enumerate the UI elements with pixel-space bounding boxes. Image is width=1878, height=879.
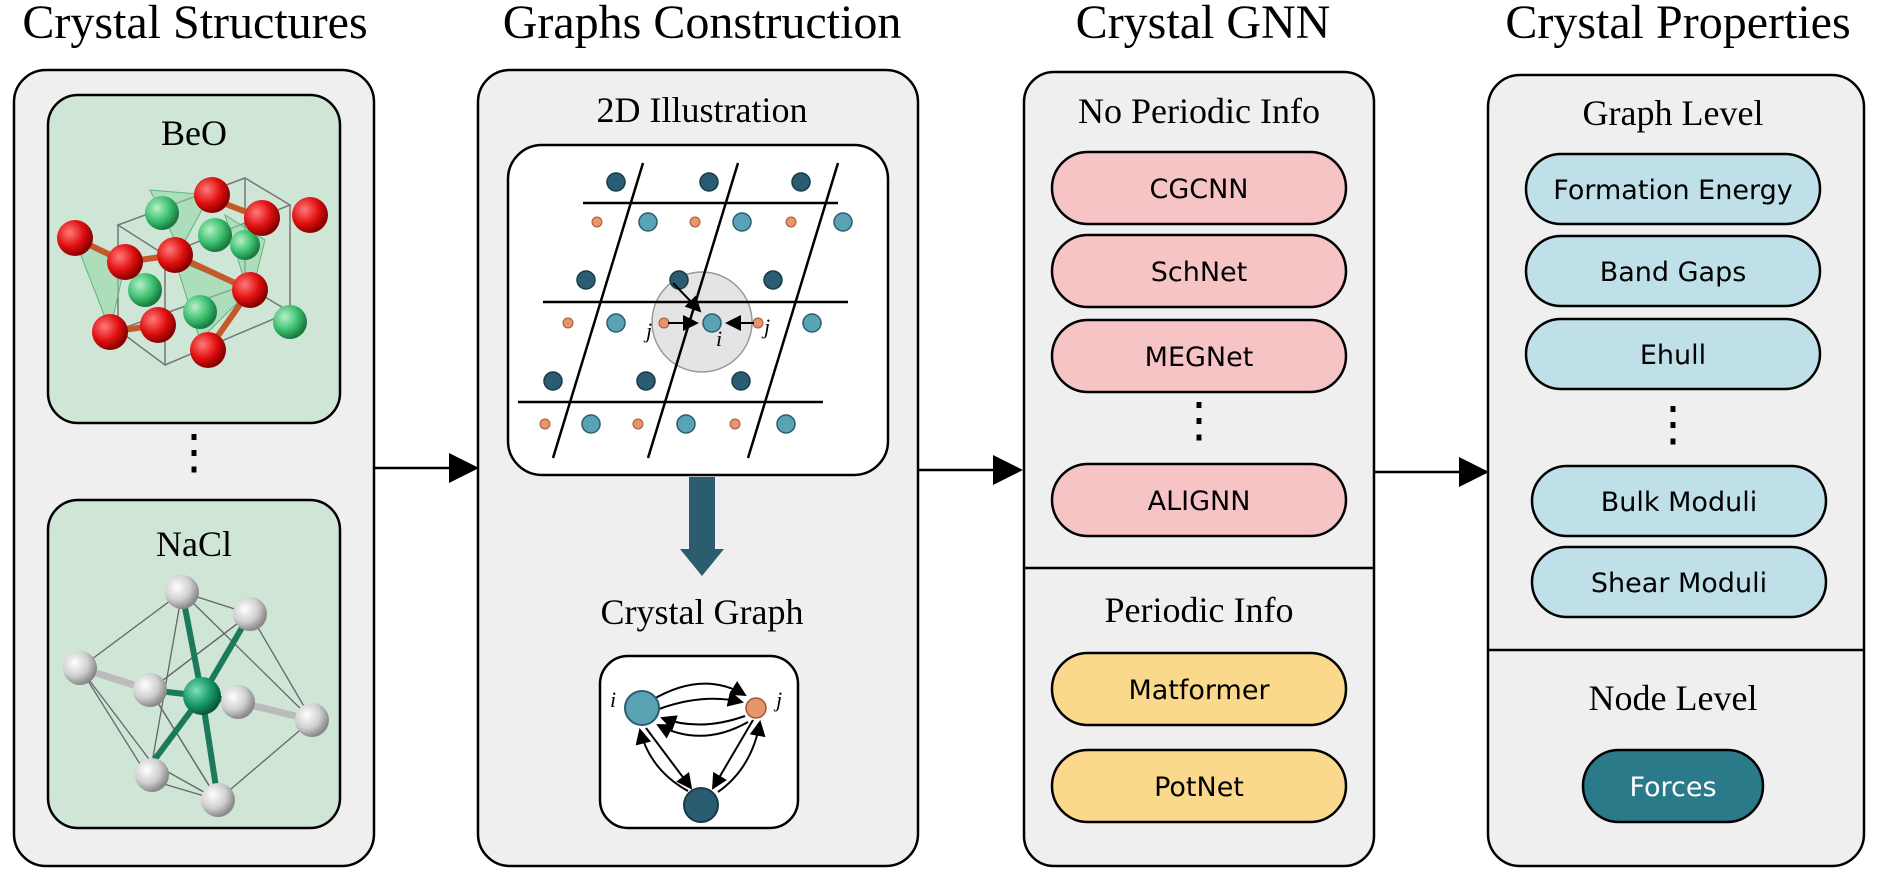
property-pill-formation-energy (1524, 152, 1822, 226)
periodic-models: Matformer PotNet (1050, 651, 1348, 824)
property-pill-shear-moduli-label: Shear Moduli (1591, 568, 1767, 599)
nacl-label: NaCl (156, 524, 232, 564)
model-pill-alignn (1050, 462, 1348, 538)
title-crystal-structures: Crystal Structures (22, 0, 367, 49)
periodic-label: Periodic Info (1105, 590, 1294, 630)
model-pill-cgcnn-label: CGCNN (1149, 174, 1248, 205)
model-pill-megnet-label: MEGNet (1145, 342, 1254, 373)
property-pill-forces (1581, 748, 1765, 824)
model-pill-megnet (1050, 318, 1348, 394)
model-pill-matformer-label: Matformer (1128, 675, 1270, 706)
model-pill-matformer (1050, 651, 1348, 727)
property-pill-forces-label: Forces (1629, 772, 1716, 803)
beo-label: BeO (161, 113, 227, 153)
nacl-structure-image (63, 575, 329, 817)
property-pill-bulk-moduli (1530, 464, 1828, 538)
title-graphs-construction: Graphs Construction (503, 0, 902, 49)
crystal-graph-diagram: i j (610, 680, 782, 823)
graph-label-j: j (773, 687, 782, 712)
model-pill-alignn-label: ALIGNN (1148, 486, 1251, 517)
property-pill-formation-energy-label: Formation Energy (1553, 175, 1792, 206)
structures-ellipsis: ⋮ (170, 426, 218, 479)
properties-ellipsis: ⋮ (1649, 398, 1697, 451)
node-level-label: Node Level (1589, 678, 1758, 718)
property-pill-band-gaps (1524, 234, 1822, 308)
title-crystal-properties: Crystal Properties (1505, 0, 1850, 49)
graph-level-items: Formation Energy Band Gaps Ehull ⋮ Bulk … (1524, 152, 1828, 619)
lattice-illustration: j i j (518, 162, 853, 459)
property-pill-shear-moduli (1530, 545, 1828, 619)
property-pill-ehull (1524, 317, 1822, 391)
model-pill-potnet (1050, 748, 1348, 824)
down-arrow (680, 477, 724, 576)
no-periodic-label: No Periodic Info (1078, 91, 1320, 131)
beo-structure-image (57, 177, 328, 368)
crystal-graph-label: Crystal Graph (601, 592, 804, 632)
property-pill-band-gaps-label: Band Gaps (1600, 257, 1747, 288)
lattice-label-j-left: j (643, 318, 652, 343)
model-pill-schnet (1050, 233, 1348, 309)
graph-level-label: Graph Level (1583, 93, 1764, 133)
graph-label-i: i (610, 687, 616, 712)
lattice-label-i: i (716, 326, 722, 351)
title-crystal-gnn: Crystal GNN (1076, 0, 1331, 49)
illustration-label: 2D Illustration (597, 90, 808, 130)
lattice-label-j-right: j (761, 314, 770, 339)
property-pill-bulk-moduli-label: Bulk Moduli (1601, 487, 1757, 518)
property-pill-ehull-label: Ehull (1640, 340, 1706, 371)
no-periodic-models: CGCNN SchNet MEGNet ⋮ ALIGNN (1050, 150, 1348, 538)
model-pill-potnet-label: PotNet (1154, 772, 1244, 803)
gnn-ellipsis: ⋮ (1175, 394, 1223, 447)
model-pill-schnet-label: SchNet (1151, 257, 1248, 288)
model-pill-cgcnn (1050, 150, 1348, 226)
